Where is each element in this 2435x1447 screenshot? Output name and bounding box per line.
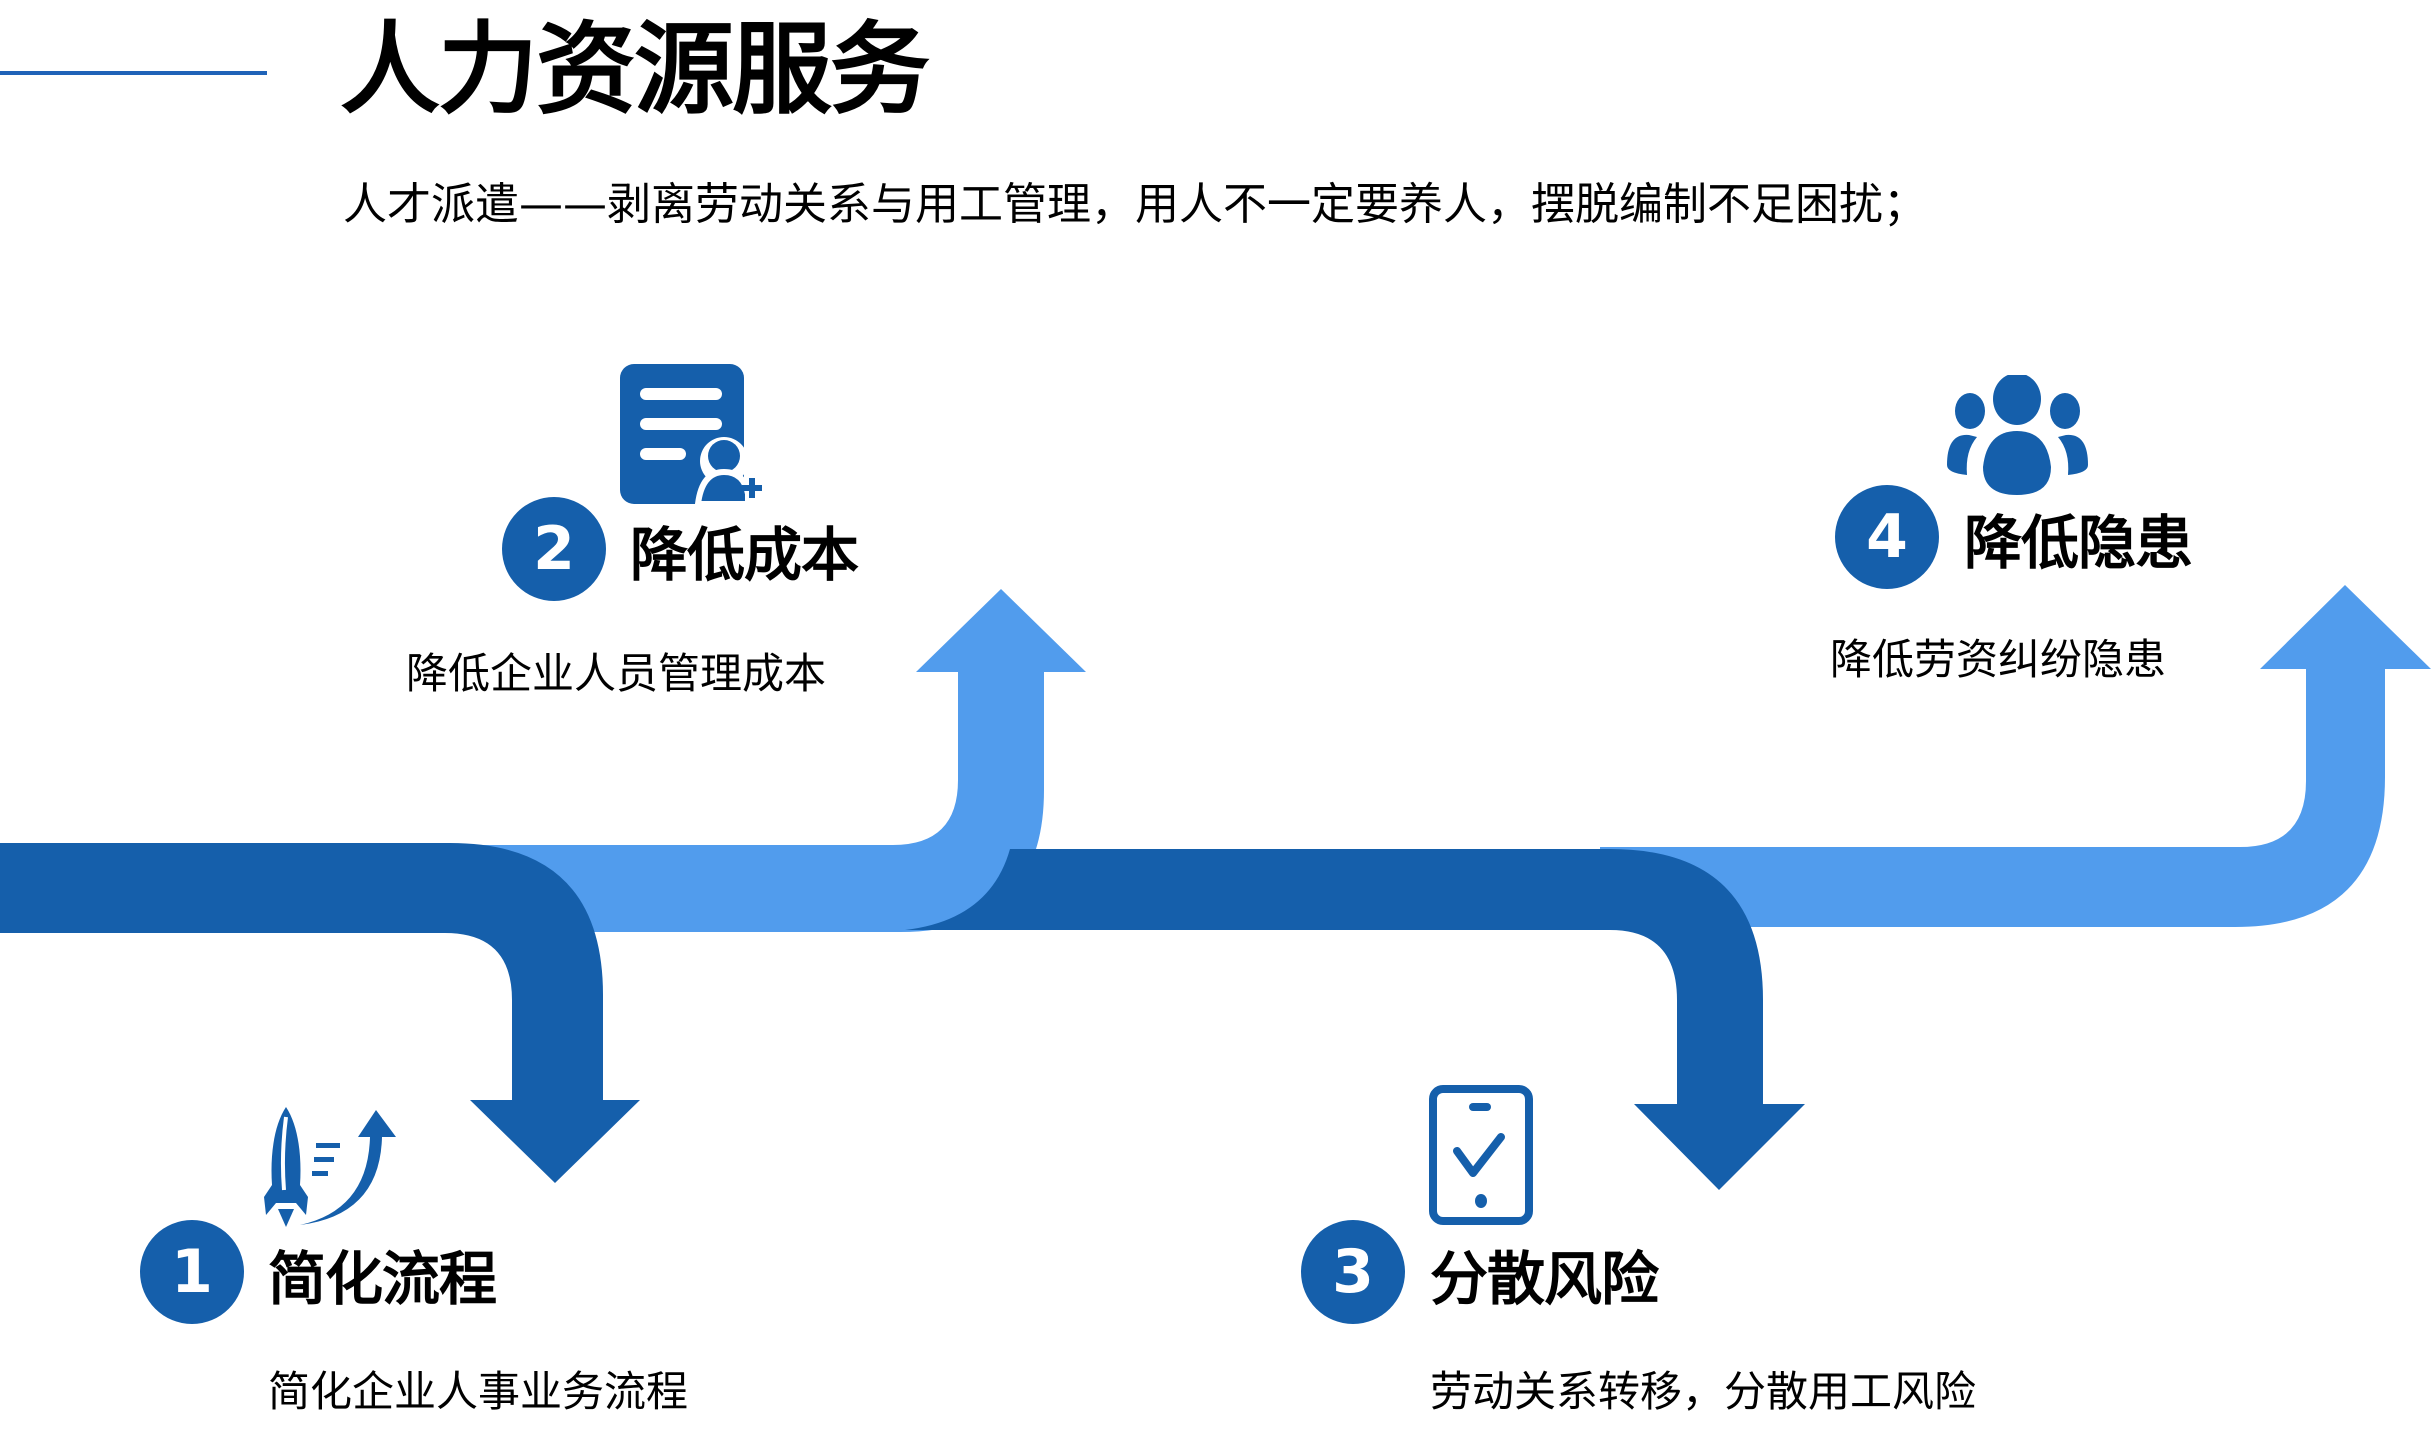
arrow-step-2 (450, 589, 1086, 932)
header-accent-line (0, 71, 267, 75)
document-user-icon (620, 364, 765, 513)
step-description-2: 降低企业人员管理成本 (406, 649, 827, 698)
arrow-step-3 (905, 849, 1805, 1190)
step-badge-2: 2 (502, 497, 606, 601)
page-title: 人力资源服务 (340, 11, 930, 128)
step-title-1: 简化流程 (268, 1245, 497, 1313)
page-subtitle: 人才派遣——剥离劳动关系与用工管理，用人不一定要养人，摆脱编制不足困扰； (343, 179, 1927, 230)
step-title-4: 降低隐患 (1964, 509, 2193, 577)
step-title-3: 分散风险 (1430, 1245, 1659, 1313)
step-title-2: 降低成本 (630, 521, 859, 589)
step-description-4: 降低劳资纠纷隐患 (1830, 635, 2167, 684)
step-badge-4: 4 (1835, 485, 1939, 589)
arrow-step-1 (0, 843, 640, 1183)
rocket-icon (258, 1105, 403, 1234)
step-description-3: 劳动关系转移，分散用工风险 (1430, 1367, 1977, 1416)
step-description-1: 简化企业人事业务流程 (268, 1367, 689, 1416)
people-group-icon (1945, 373, 2090, 499)
step-badge-3: 3 (1301, 1220, 1405, 1324)
step-badge-1: 1 (140, 1220, 244, 1324)
phone-check-icon (1429, 1085, 1533, 1229)
